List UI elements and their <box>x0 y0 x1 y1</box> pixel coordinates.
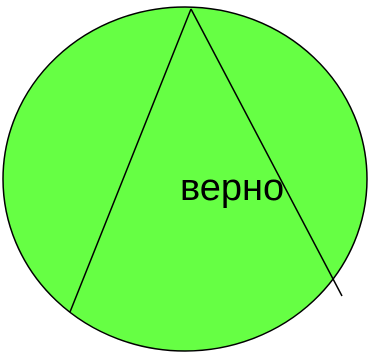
chord-left <box>69 8 192 313</box>
chord-right <box>190 8 343 297</box>
circle <box>2 6 368 352</box>
verdict-label: верно <box>180 167 284 209</box>
